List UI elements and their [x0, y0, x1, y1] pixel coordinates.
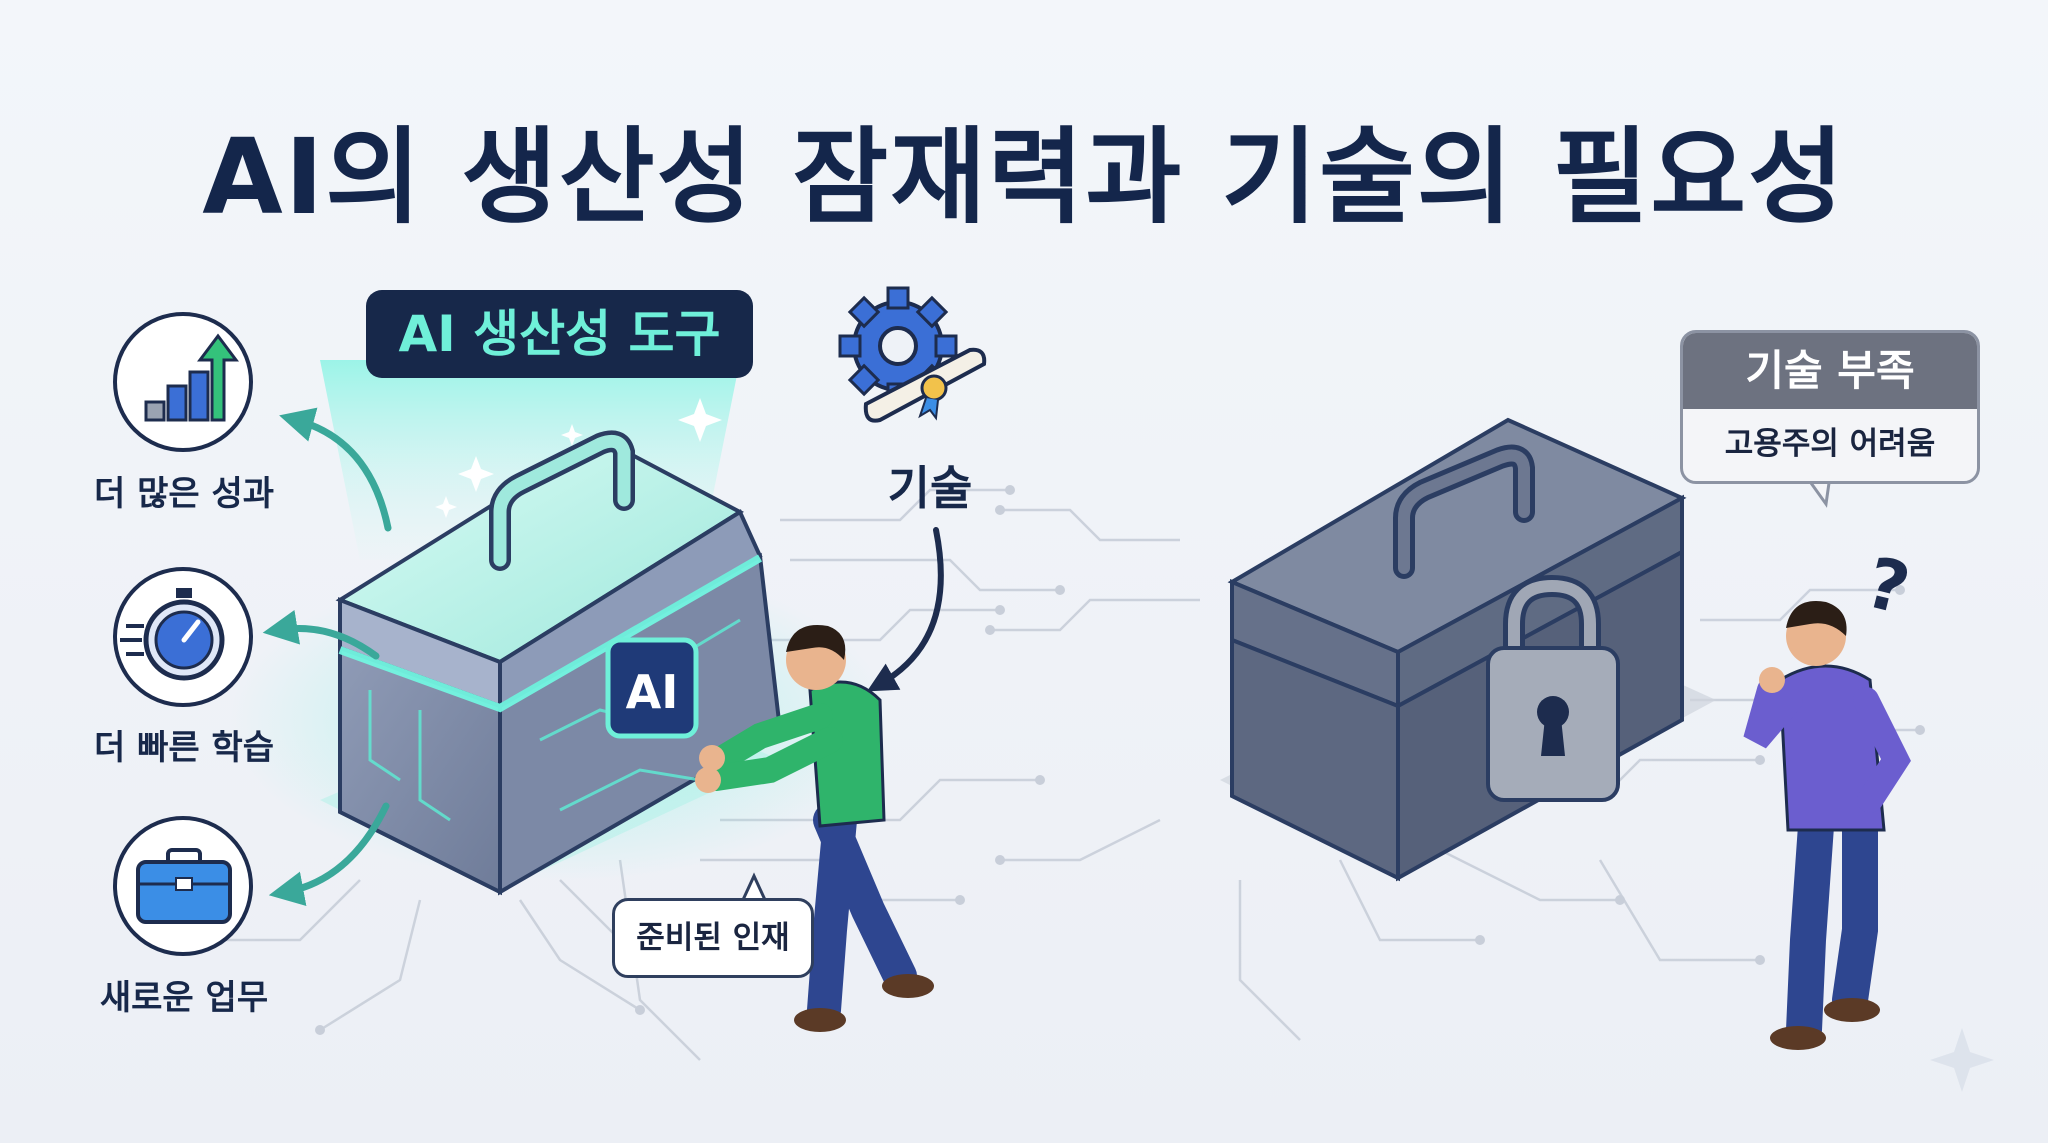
skill-gear-diploma-icon: [838, 286, 987, 423]
question-mark: ?: [1858, 541, 1917, 630]
padlock-icon: [1486, 574, 1620, 802]
benefit-label-results: 더 많은 성과: [93, 474, 275, 514]
skill-label: 기술: [887, 461, 973, 515]
briefcase-icon: [136, 848, 232, 924]
page-title: AI의 생산성 잠재력과 기술의 필요성: [202, 116, 1846, 238]
puzzled-person-figure: [1743, 601, 1911, 1050]
stopwatch-icon: [120, 588, 225, 681]
ai-badge-text: AI: [626, 665, 679, 719]
benefit-label-new-work: 새로운 업무: [99, 978, 269, 1018]
benefit-icon-learning: [113, 567, 253, 707]
bar-chart-growth-icon: [144, 333, 239, 422]
circuit-lines-right: [990, 508, 1920, 1041]
skill-gap-bubble: 기술 부족 고용주의 어려움: [1680, 330, 1980, 484]
benefit-label-learning: 더 빠른 학습: [93, 728, 275, 768]
sparkle-icons: [435, 398, 722, 518]
benefit-icon-results: [113, 312, 253, 452]
corner-sparkle-icon: [1930, 1028, 1994, 1092]
benefit-arrows: [262, 407, 392, 906]
ready-worker-figure: [695, 625, 934, 1032]
ai-productivity-tool-label: AI 생산성 도구: [366, 290, 753, 378]
locked-toolbox: [1220, 417, 1716, 882]
circuit-nodes: [215, 485, 1925, 1035]
ai-toolbox: AI: [320, 430, 783, 896]
skill-gap-title: 기술 부족: [1683, 333, 1977, 409]
skill-arrow: [866, 527, 944, 692]
benefit-icon-new-work: [113, 816, 253, 956]
skill-gap-subtitle: 고용주의 어려움: [1724, 426, 1936, 462]
ready-talent-bubble: 준비된 인재: [612, 898, 814, 978]
